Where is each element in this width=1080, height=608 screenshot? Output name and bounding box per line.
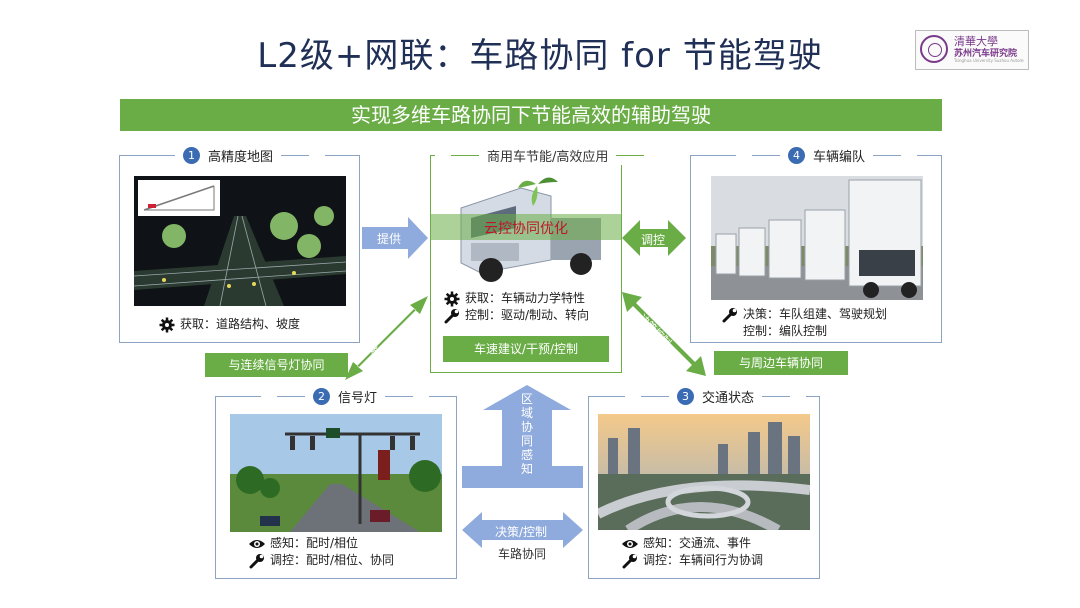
platoon-info-1: 决策：车队组建、驾驶规划 [743, 307, 888, 321]
signal-info-2: 调控：配时/相位、协同 [270, 553, 395, 567]
step-number: 2 [313, 388, 330, 405]
provide-label: 提供 [377, 232, 402, 246]
eye-icon [622, 539, 638, 548]
university-seal-icon [920, 35, 948, 63]
step-number: 1 [183, 147, 200, 164]
step-number: 3 [677, 388, 694, 405]
gear-icon [159, 317, 175, 332]
eye-icon [249, 539, 265, 548]
vehicle-coop-label: 与周边车辆协同 [714, 351, 848, 375]
panel-title: 高精度地图 [208, 150, 274, 165]
panel-hd-map: 1 高精度地图 获取：道路结构、坡度 [119, 146, 360, 343]
region-label: 区域协同感知 [520, 392, 533, 476]
wrench-icon [249, 553, 264, 568]
panel-traffic: 3 交通状态 感知：交通流、事件 调控：车辆间行为协调 [588, 387, 820, 579]
signal-coop-label: 与连续信号灯协同 [205, 353, 348, 377]
traffic-info-2: 调控：车辆间行为协调 [643, 553, 764, 567]
traffic-info-1: 感知：交通流、事件 [643, 536, 752, 550]
logo-line3: Tsinghua University Suzhou Automotive Re… [954, 58, 1024, 63]
wrench-icon [622, 553, 637, 568]
cloud-optimization-label: 云控协同优化 [484, 221, 568, 237]
speed-advice-button[interactable]: 车速建议/干预/控制 [443, 336, 609, 362]
gear-icon [444, 291, 460, 306]
institute-logo: 清華大學 苏州汽车研究院 Tsinghua University Suzhou … [915, 30, 1029, 70]
platoon-info-2: 控制：编队控制 [743, 324, 828, 338]
panel-signal: 2 信号灯 感知：配时/相位 调控：配时/相位、协同 [215, 387, 457, 579]
center-info-2: 控制：驱动/制动、转向 [465, 308, 590, 322]
panel-platoon: 4 车辆编队 决策：车队组建、驾驶规划 控制：编队控制 [690, 146, 942, 343]
wrench-icon [444, 308, 459, 323]
right-diag-label: 决策控制 [636, 312, 673, 349]
panel-title: 商用车节能/高效应用 [487, 150, 609, 165]
wrench-icon [722, 307, 737, 322]
bottom-top-label: 决策/控制 [495, 525, 548, 539]
panel-title: 交通状态 [702, 391, 755, 406]
platoon-image [711, 176, 923, 300]
traffic-state-image [598, 414, 810, 530]
bottom-bottom-label: 车路协同 [498, 547, 547, 561]
hd-map-image [134, 176, 346, 306]
logo-line1: 清華大學 [954, 35, 998, 48]
panel-title: 车辆编队 [813, 150, 866, 165]
map-info-1: 获取：道路结构、坡度 [180, 317, 301, 331]
regulate-label: 调控 [641, 233, 666, 247]
panel-commercial-vehicle: 商用车节能/高效应用 云控协同优化 获取：车辆动力学特性 控制：驱动/制动、转向… [430, 146, 661, 373]
panel-title: 信号灯 [338, 391, 378, 406]
logo-line2: 苏州汽车研究院 [954, 49, 1018, 59]
page-title: L2级+网联：车路协同 for 节能驾驶 [257, 36, 823, 76]
banner: 实现多维车路协同下节能高效的辅助驾驶 [120, 99, 942, 131]
center-info-1: 获取：车辆动力学特性 [465, 291, 586, 305]
left-diag-label: 控制决策 [359, 320, 389, 361]
traffic-light-image [230, 414, 442, 532]
signal-info-1: 感知：配时/相位 [270, 536, 359, 550]
step-number: 4 [788, 147, 805, 164]
